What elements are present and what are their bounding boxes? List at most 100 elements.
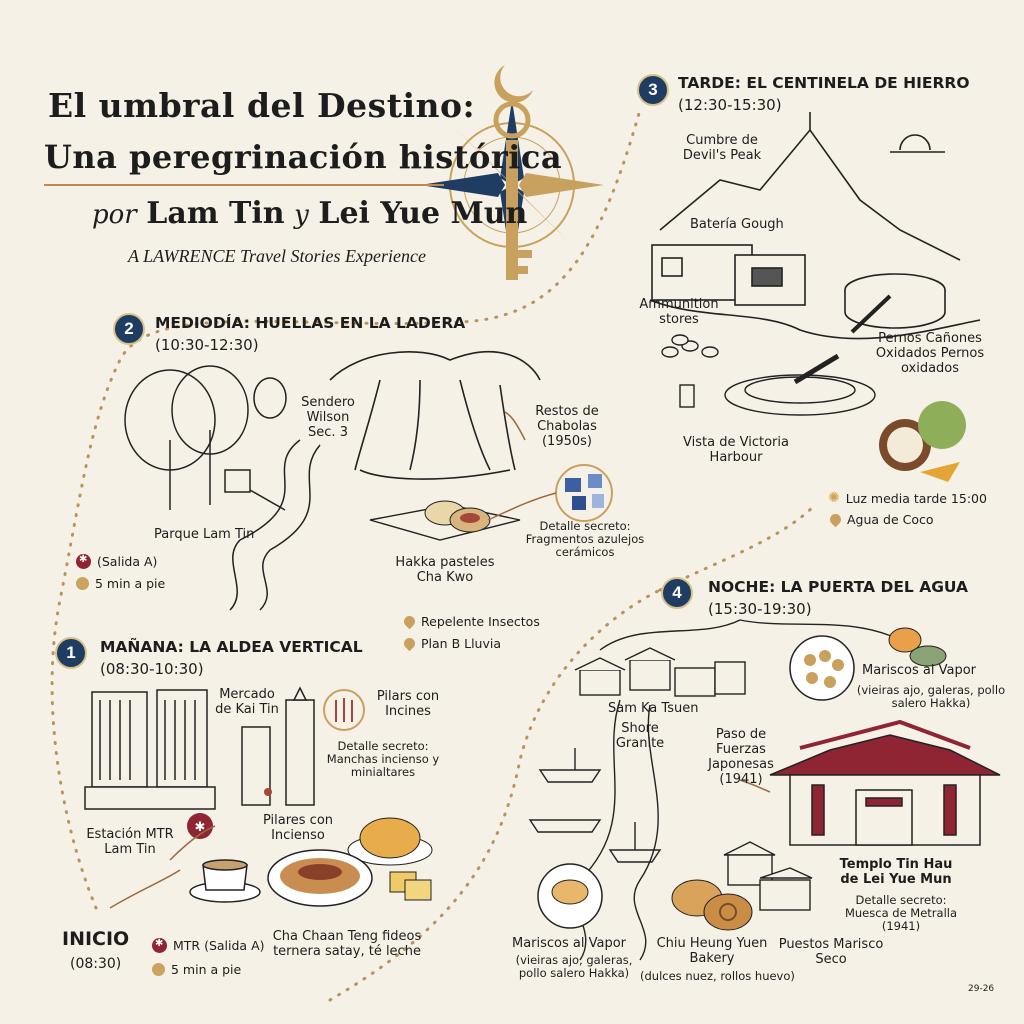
title-divider <box>44 184 444 186</box>
note-mtr-exit-a-text: MTR (Salida A) <box>173 938 265 953</box>
label-tin-hau-temple: Templo Tin Hau de Lei Yue Mun <box>839 857 953 887</box>
main-title-line1: El umbral del Destino: <box>48 86 476 125</box>
label-steamed-seafood: Mariscos al Vapor <box>512 936 627 951</box>
main-title-line2: Una peregrinación histórica <box>44 138 563 176</box>
label-wilson-trail: Sendero Wilson Sec. 3 <box>301 395 355 440</box>
note-walk-5-min: 5 min a pie <box>76 576 165 591</box>
steamed-seafood-bottom-icon <box>537 863 603 929</box>
label-dried-seafood-stalls: Puestos Marisco Seco <box>778 937 884 967</box>
label-chiu-heung-yuen-bakery: Chiu Heung Yuen Bakery <box>656 936 768 966</box>
section-1-time: (08:30-10:30) <box>100 660 204 678</box>
label-devils-peak: Cumbre de Devil's Peak <box>682 133 762 163</box>
incense-pillars-drawing <box>241 686 315 806</box>
lam-tin-towers-drawing <box>84 689 216 810</box>
section-3-number: 3 <box>637 74 669 106</box>
bakery-pastries-icon <box>671 879 753 931</box>
incense-burner-icon <box>323 689 365 731</box>
devils-peak-mountain <box>649 112 981 340</box>
label-secret-incense: Detalle secreto: Manchas incienso y mini… <box>326 739 440 780</box>
note-start-walk-text: 5 min a pie <box>171 962 242 977</box>
title-subtitle: A LAWRENCE Travel Stories Experience <box>128 246 426 266</box>
hakka-cakes-drawing <box>369 500 521 541</box>
byline-lei-yue-mun: Lei Yue Mun <box>318 196 528 231</box>
label-secret-tiles: Detalle secreto: Fragmentos azulejos cer… <box>525 519 645 560</box>
steamed-seafood-top-icon <box>789 627 947 701</box>
seafood-stalls-drawing <box>723 841 813 911</box>
label-steamed-seafood-top-sub: (vieiras ajo, galeras, pollo salero Hakk… <box>856 683 1006 711</box>
section-1-title: MAÑANA: LA ALDEA VERTICAL <box>100 638 363 656</box>
label-lam-tin-station: Estación MTR Lam Tin <box>86 827 174 857</box>
label-gough-battery: Batería Gough <box>690 217 784 232</box>
section-2-number: 2 <box>113 313 145 345</box>
drop-icon <box>401 635 418 652</box>
route-path-3 <box>658 503 817 592</box>
label-squatter-ruins: Restos de Chabolas (1950s) <box>535 404 599 449</box>
svg-text:✱: ✱ <box>195 820 206 835</box>
label-ammunition-stores: Ammunition stores <box>639 297 719 327</box>
station-pointer <box>169 825 216 861</box>
note-exit-a: (Salida A) <box>76 554 157 569</box>
ammunition-stores-drawing <box>661 334 876 416</box>
byline-por: por <box>92 200 137 230</box>
tile-pointer <box>487 492 557 521</box>
label-victoria-harbour: Vista de Victoria Harbour <box>683 435 789 465</box>
coconut-drink-icon <box>879 401 966 482</box>
label-pillars-incense: Pilares con Incienso <box>262 813 334 843</box>
route-path-2 <box>328 588 662 1002</box>
satay-noodles-icon <box>267 849 373 907</box>
mtr-logo-icon: ✱ <box>187 813 213 839</box>
label-shore-granite: Shore Granite <box>615 721 665 751</box>
label-kai-tin-market: Mercado de Kai Tin <box>215 687 279 717</box>
section-1-number: 1 <box>55 637 87 669</box>
artist-signature: 29-26 <box>968 984 995 994</box>
drop-icon <box>401 613 418 630</box>
label-rusted-bolts: Pernos Cañones Oxidados Pernos oxidados <box>875 331 985 376</box>
section-4-number: 4 <box>661 577 693 609</box>
tip-insect-repellent: Repelente Insectos <box>401 613 540 630</box>
pineapple-bun-icon <box>347 817 433 866</box>
drop-icon <box>827 511 844 528</box>
ruins-pointer <box>504 411 526 441</box>
tip-rain-plan-b: Plan B Lluvia <box>401 635 502 652</box>
label-pillars-incense-top: Pilars con Incines <box>376 689 440 719</box>
mtr-icon <box>152 938 167 953</box>
milk-tea-cup-icon <box>189 859 261 903</box>
label-japanese-pass: Paso de Fuerzas Japonesas (1941) <box>708 727 774 787</box>
tip-rain-plan-b-text: Plan B Lluvia <box>421 636 502 651</box>
start-pointer <box>109 869 181 909</box>
label-secret-shrapnel: Detalle secreto: Muesca de Metralla (194… <box>844 893 958 934</box>
section-2-time: (10:30-12:30) <box>155 336 259 354</box>
title-byline: por Lam Tin y Lei Yue Mun <box>92 196 527 231</box>
tip-afternoon-light: ✺ Luz media tarde 15:00 <box>828 490 987 506</box>
section-3-title: TARDE: EL CENTINELA DE HIERRO <box>678 74 970 92</box>
section-4-time: (15:30-19:30) <box>708 600 812 618</box>
tip-afternoon-light-text: Luz media tarde 15:00 <box>845 490 987 506</box>
label-hakka-cakes: Hakka pasteles Cha Kwo <box>395 555 495 585</box>
sun-icon: ✺ <box>828 490 840 506</box>
tip-coconut-water-text: Agua de Coco <box>847 512 934 527</box>
pass-pointer <box>739 779 771 793</box>
clock-icon <box>76 577 89 590</box>
gough-battery-building <box>651 244 946 334</box>
tip-insect-repellent-text: Repelente Insectos <box>421 614 540 629</box>
label-steamed-seafood-top: Mariscos al Vapor <box>862 663 977 678</box>
label-steamed-seafood-sub: (vieiras ajo, galeras, pollo salero Hakk… <box>515 953 633 981</box>
note-start-walk: 5 min a pie <box>152 962 241 977</box>
section-2-title: MEDIODÍA: HUELLAS EN LA LADERA <box>155 314 466 332</box>
ceramic-tiles-icon <box>555 464 613 522</box>
banyan-tree-drawing <box>329 350 541 480</box>
label-lam-tin-park: Parque Lam Tin <box>154 527 255 542</box>
section-3-time: (12:30-15:30) <box>678 96 782 114</box>
tin-hau-temple-drawing <box>769 719 1001 846</box>
tip-coconut-water: Agua de Coco <box>827 511 934 528</box>
label-sam-ka-tsuen: Sam Ka Tsuen <box>608 701 699 716</box>
note-walk-5-min-text: 5 min a pie <box>95 576 166 591</box>
compass-key-icon <box>420 65 604 280</box>
label-bakery-sub: (dulces nuez, rollos huevo) <box>640 969 795 983</box>
byline-y: y <box>294 200 309 230</box>
boats-drawing <box>528 699 662 961</box>
section-4-title: NOCHE: LA PUERTA DEL AGUA <box>708 578 969 596</box>
start-label: INICIO <box>62 928 130 950</box>
clock-icon <box>152 963 165 976</box>
